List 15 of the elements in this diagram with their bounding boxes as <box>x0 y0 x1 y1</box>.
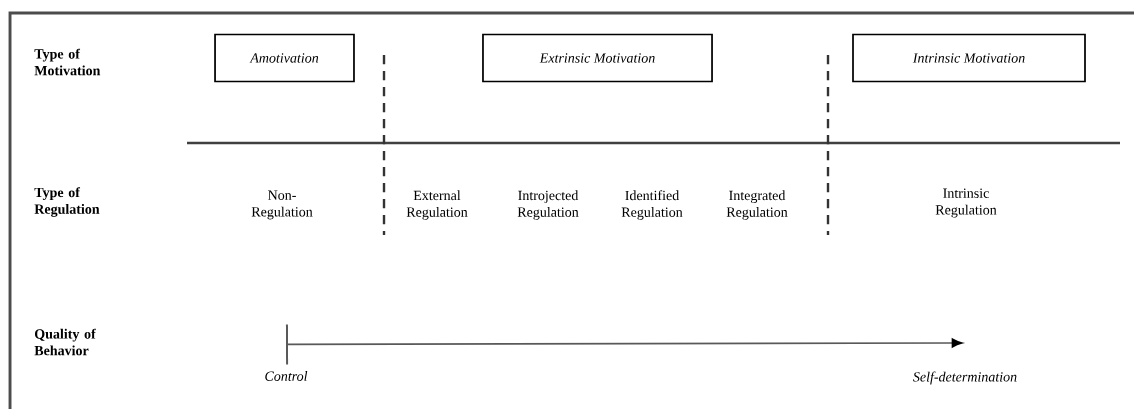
scale-end-label: Control <box>265 371 308 381</box>
category-box: Extrinsic Motivation <box>482 33 713 83</box>
scale-end-label: Self-determination <box>913 371 1017 385</box>
category-box: Intrinsic Motivation <box>852 33 1086 83</box>
category-box: Amotivation <box>214 33 355 83</box>
regulation-label: Integrated Regulation <box>726 190 788 220</box>
row-heading: Type of Motivation <box>34 48 101 76</box>
regulation-label: Introjected Regulation <box>517 190 579 220</box>
row-heading: Type of Regulation <box>34 187 100 217</box>
regulation-label: Identified Regulation <box>621 190 683 220</box>
regulation-label: External Regulation <box>406 190 468 220</box>
row-heading: Quality of Behavior <box>34 328 96 356</box>
regulation-label: Intrinsic Regulation <box>935 188 997 218</box>
regulation-label: Non-Regulation <box>251 190 313 220</box>
scale-arrow <box>285 323 963 366</box>
